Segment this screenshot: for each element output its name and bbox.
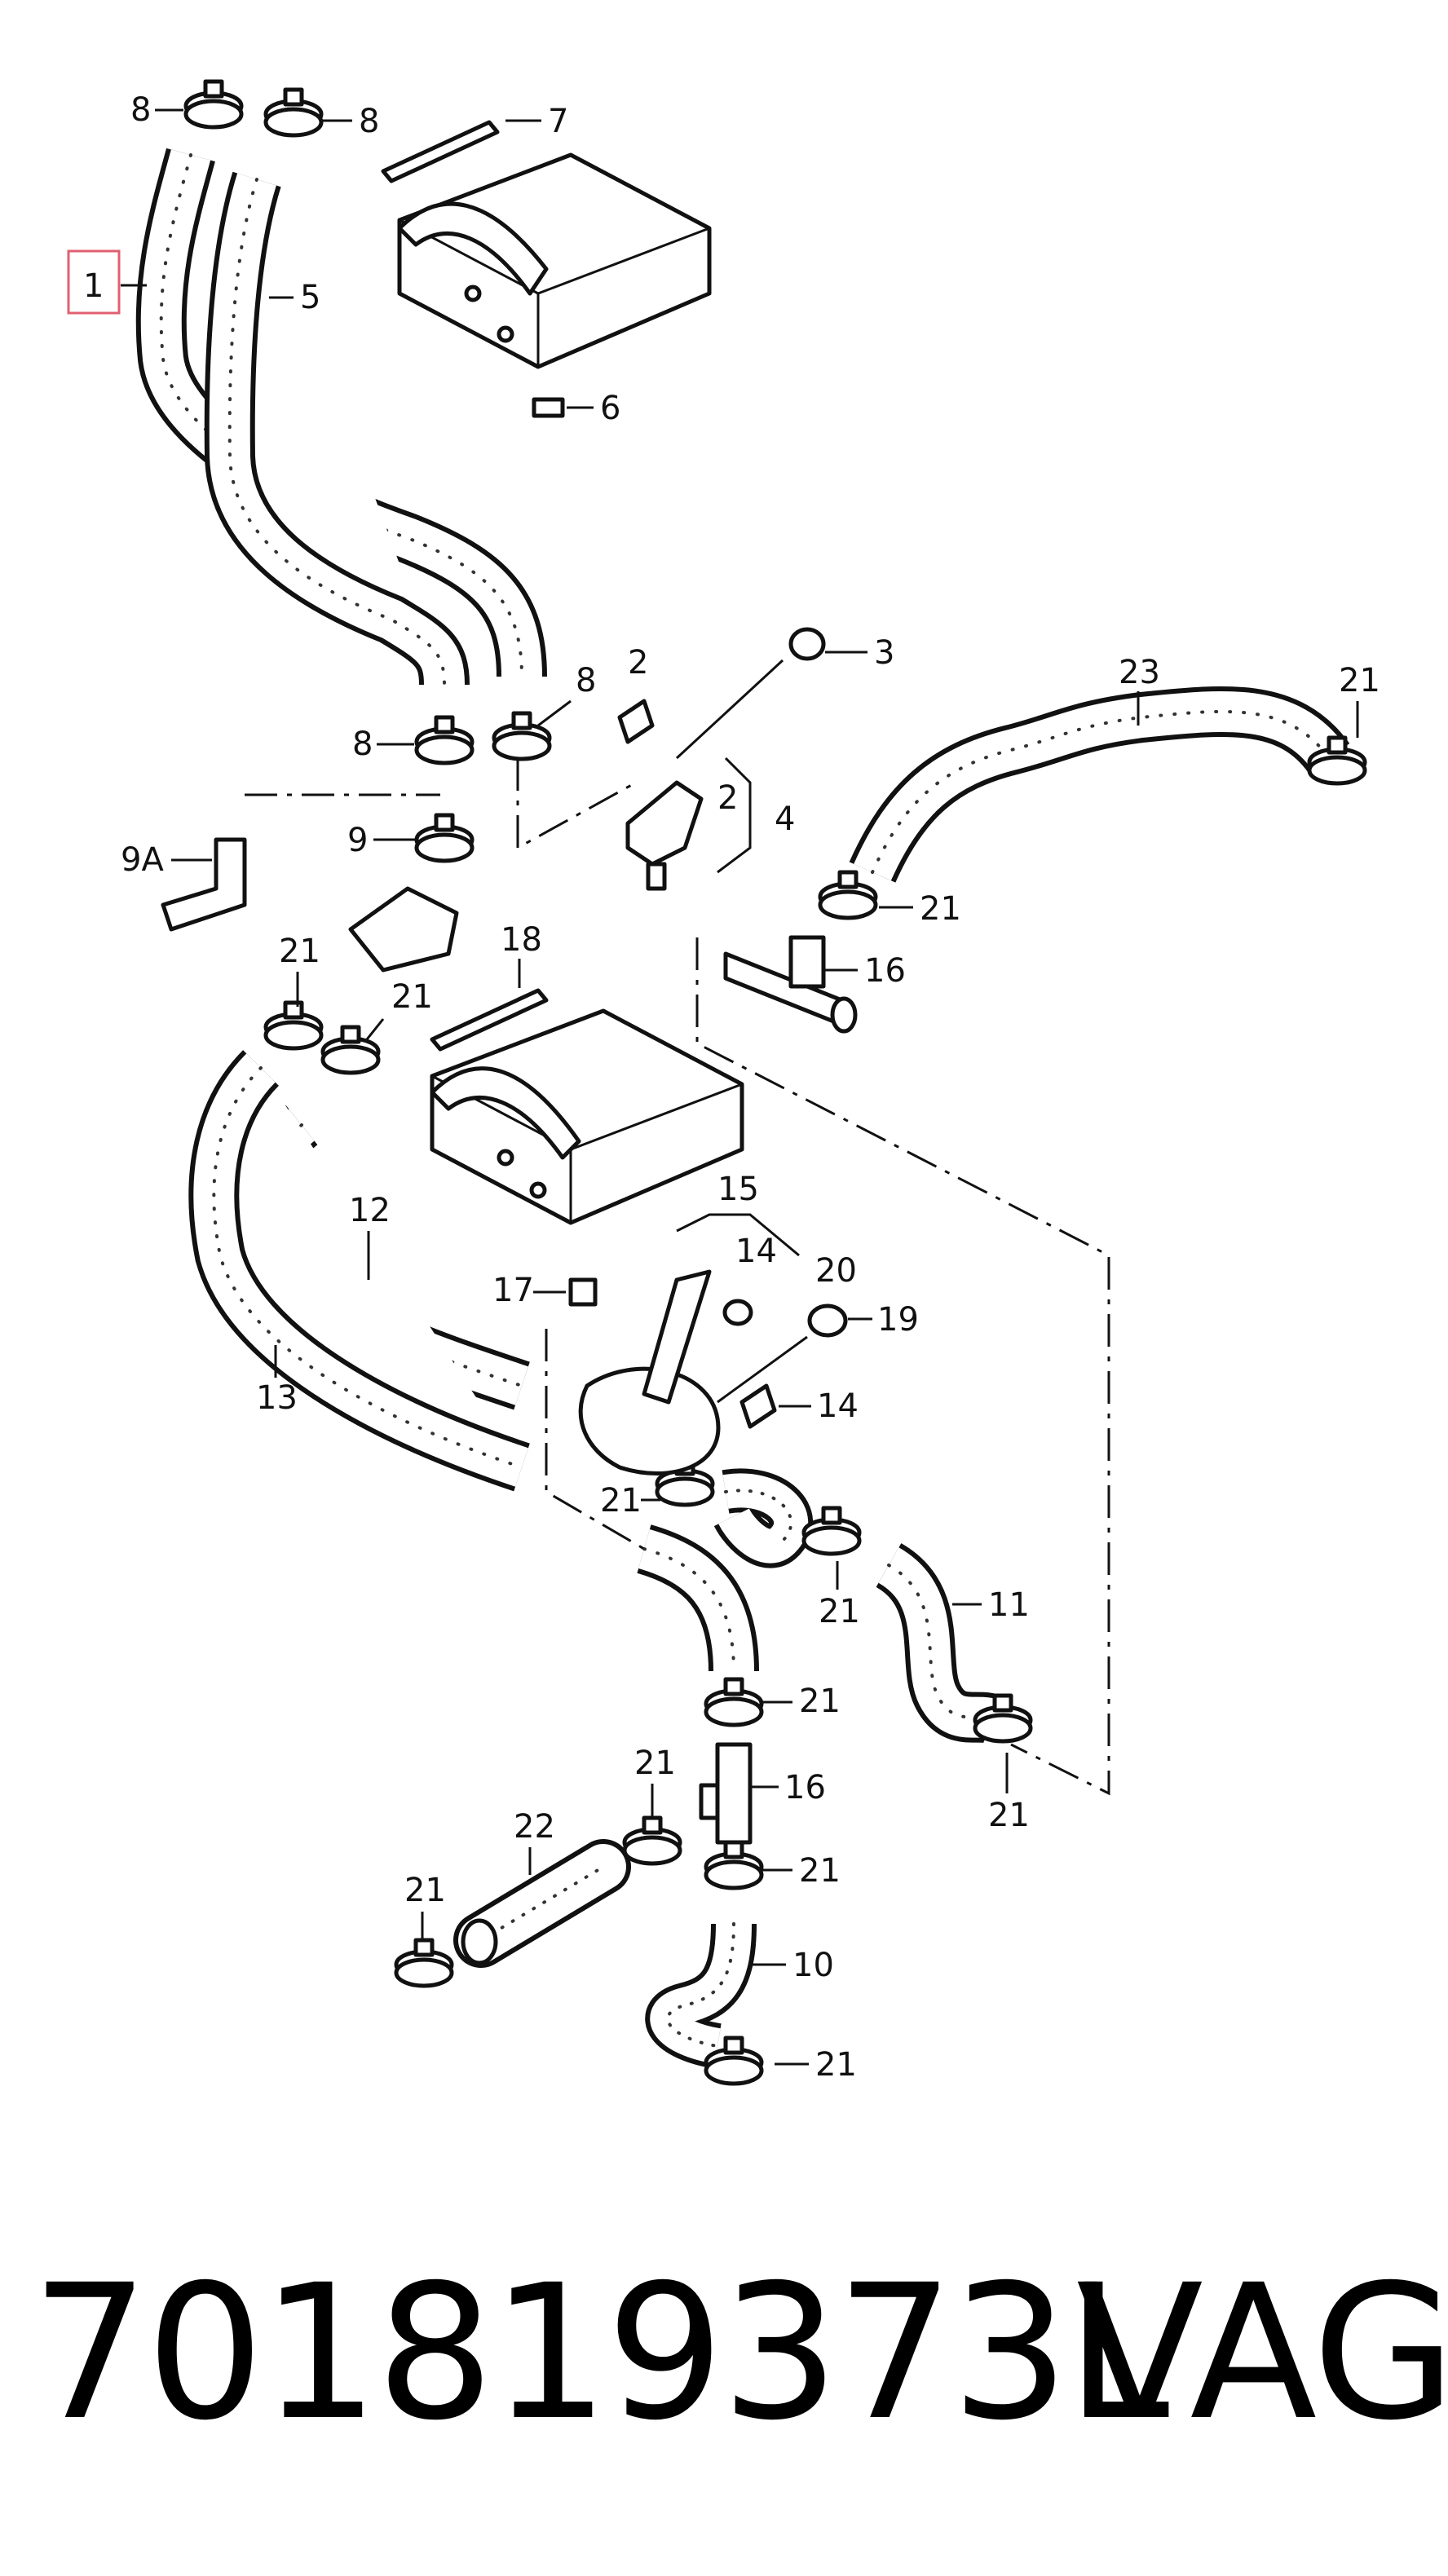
callout-12: 12 [349, 1192, 391, 1229]
callouts: 1 8 8 7 5 6 2 3 2 4 8 8 9A 9 23 21 21 16… [67, 91, 1380, 2084]
callout-13: 13 [256, 1379, 298, 1417]
callout-21e: 21 [600, 1482, 642, 1520]
exploded-parts-diagram: 1 8 8 7 5 6 2 3 2 4 8 8 9A 9 23 21 21 16… [67, 0, 1380, 2234]
callout-20: 20 [815, 1252, 857, 1290]
hose-10 [645, 1922, 757, 2069]
callout-16a: 16 [864, 952, 906, 990]
callout-14b: 14 [817, 1387, 859, 1425]
callout-21h: 21 [988, 1797, 1030, 1834]
callout-9: 9 [347, 822, 368, 859]
callout-21d: 21 [391, 978, 433, 1016]
heater-core-lower [430, 1008, 744, 1225]
callout-8d: 8 [352, 726, 373, 763]
callout-7: 7 [548, 103, 568, 140]
callout-19: 19 [877, 1301, 919, 1339]
callout-1: 1 [83, 267, 104, 305]
callout-5: 5 [300, 279, 320, 316]
callout-10: 10 [792, 1947, 834, 1984]
routing-lines [245, 758, 1110, 1796]
callout-2b: 2 [717, 779, 738, 817]
callout-21g: 21 [799, 1683, 841, 1720]
callout-8a: 8 [130, 91, 151, 129]
part-number-label: 701819373L [31, 2244, 1170, 2461]
callout-21c: 21 [279, 933, 320, 970]
fittings [161, 397, 858, 1845]
callout-14a: 14 [735, 1233, 777, 1270]
callout-2a: 2 [628, 644, 648, 681]
seal-strip-18 [430, 988, 549, 1052]
callout-21j: 21 [799, 1852, 841, 1890]
seal-strip-7 [381, 120, 500, 183]
callout-23: 23 [1119, 654, 1160, 691]
callout-21i: 21 [634, 1745, 676, 1782]
callout-21b: 21 [920, 890, 961, 928]
callout-21k: 21 [404, 1872, 446, 1909]
hose-11 [874, 1543, 1006, 1745]
heater-core-upper [397, 152, 712, 369]
hose-23 [849, 686, 1350, 883]
callout-6: 6 [600, 390, 620, 427]
callout-8c: 8 [576, 662, 596, 699]
callout-21a: 21 [1339, 662, 1380, 699]
callout-8b: 8 [359, 103, 379, 140]
callout-18: 18 [501, 921, 542, 959]
hose-5 [204, 171, 470, 686]
callout-4: 4 [775, 801, 795, 838]
callout-3: 3 [874, 634, 894, 672]
callout-16b: 16 [784, 1769, 826, 1806]
callout-15: 15 [717, 1171, 759, 1208]
hose-22 [453, 1839, 631, 1968]
callout-17: 17 [492, 1272, 534, 1309]
hose-outlet [636, 1524, 759, 1673]
callout-21l: 21 [815, 2046, 857, 2084]
callout-22: 22 [514, 1808, 555, 1846]
callout-9A: 9A [121, 841, 164, 879]
highlight-box [67, 249, 121, 315]
brand-label: VAG [1076, 2244, 1448, 2461]
callout-21f: 21 [819, 1593, 860, 1630]
hose-valve-u [713, 1468, 813, 1568]
callout-11: 11 [988, 1586, 1030, 1624]
